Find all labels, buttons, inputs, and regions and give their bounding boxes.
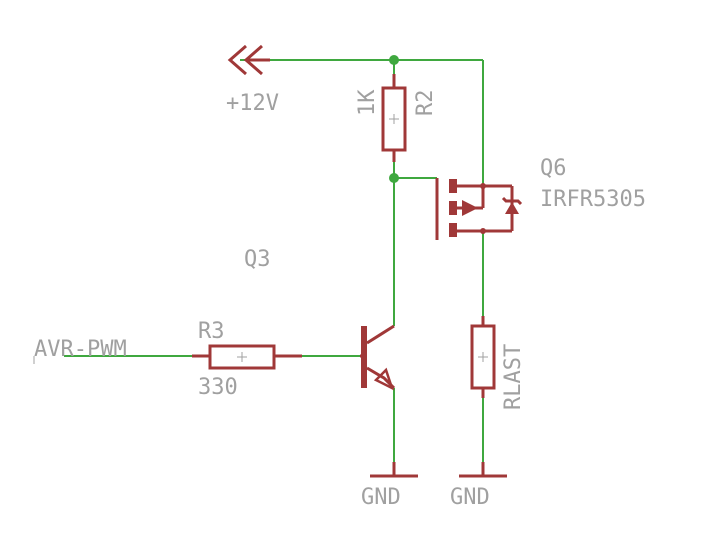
p-mosfet-icon [435,178,523,240]
ground-icon [459,462,507,478]
r2-name-label: R2 [413,90,438,117]
junction-supply [389,55,399,65]
supply-label: +12V [226,91,279,116]
rlast-name-label: RLAST [501,344,526,410]
q6-name-label: Q6 [540,156,567,181]
npn-transistor-icon [360,324,396,391]
q6-value-label: IRFR5305 [540,187,646,212]
r2-value-label: 1K [355,89,380,116]
gnd-left-label: GND [361,485,401,510]
wires [64,59,484,476]
input-net-label: AVR-PWM [34,337,127,362]
gnd-right-label: GND [450,485,490,510]
ground-icon [370,462,418,478]
r3-value-label: 330 [198,375,238,400]
resistor-rlast [470,316,496,398]
resistor-r3 [192,344,302,370]
supply-arrow-icon [227,44,270,76]
resistor-r2 [381,74,407,162]
q3-name-label: Q3 [244,247,271,272]
r3-name-label: R3 [198,319,225,344]
junction-gate [389,173,399,183]
